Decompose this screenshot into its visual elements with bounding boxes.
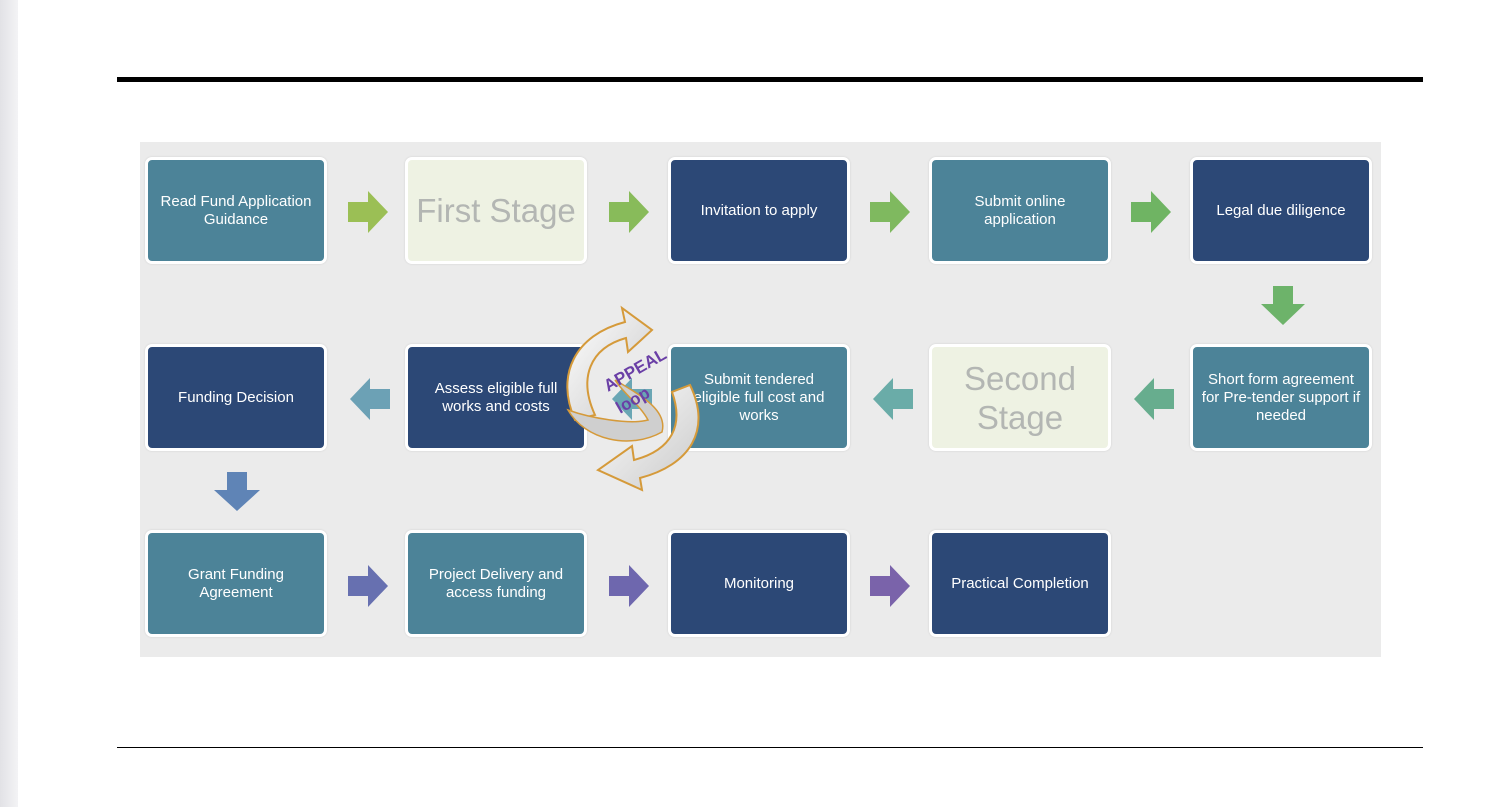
arrow-right-icon [348,191,388,233]
arrow-right-icon [348,565,388,607]
step-read-guidance: Read Fund Application Guidance [145,157,327,264]
top-rule [117,77,1423,82]
step-label: Submit tendered eligible full cost and w… [693,370,825,424]
step-practical-completion: Practical Completion [929,530,1111,637]
arrow-right-icon [609,565,649,607]
arrow-down-icon [1261,286,1305,325]
step-funding-decision: Funding Decision [145,344,327,451]
arrow-left-icon [873,378,913,420]
left-scroll-strip [0,0,18,807]
step-legal-due-diligence: Legal due diligence [1190,157,1372,264]
step-monitoring: Monitoring [668,530,850,637]
step-label: Read Fund Application Guidance [160,192,312,228]
step-short-form-agreement: Short form agreement for Pre-tender supp… [1190,344,1372,451]
circular-arrow-icon [566,379,664,442]
arrow-right-icon [870,191,910,233]
step-label: Assess eligible full works and costs [434,379,558,415]
circular-arrow-icon [566,305,654,422]
stage-label: First Stage [416,192,576,229]
step-first-stage: First Stage [405,157,587,264]
step-label: Submit online application [974,192,1066,228]
arrow-right-icon [1131,191,1171,233]
arrow-right-icon [609,191,649,233]
arrow-left-icon [350,378,390,420]
step-submit-online: Submit online application [929,157,1111,264]
circular-arrow-icon [595,383,700,492]
arrow-down-icon [214,472,260,511]
step-project-delivery: Project Delivery and access funding [405,530,587,637]
step-invitation: Invitation to apply [668,157,850,264]
stage-label: Second Stage [964,359,1076,436]
step-label: Project Delivery and access funding [428,565,564,601]
step-label: Invitation to apply [700,201,818,219]
step-label: Monitoring [723,574,795,592]
arrow-left-icon [1134,378,1174,420]
step-grant-agreement: Grant Funding Agreement [145,530,327,637]
step-label: Grant Funding Agreement [188,565,284,601]
step-second-stage: Second Stage [929,344,1111,451]
step-submit-tendered: Submit tendered eligible full cost and w… [668,344,850,451]
bottom-rule [117,747,1423,748]
step-label: Legal due diligence [1216,201,1346,219]
step-label: Practical Completion [951,574,1089,592]
arrow-right-icon [870,565,910,607]
step-label: Funding Decision [178,388,294,406]
step-label: Short form agreement for Pre-tender supp… [1201,370,1361,424]
